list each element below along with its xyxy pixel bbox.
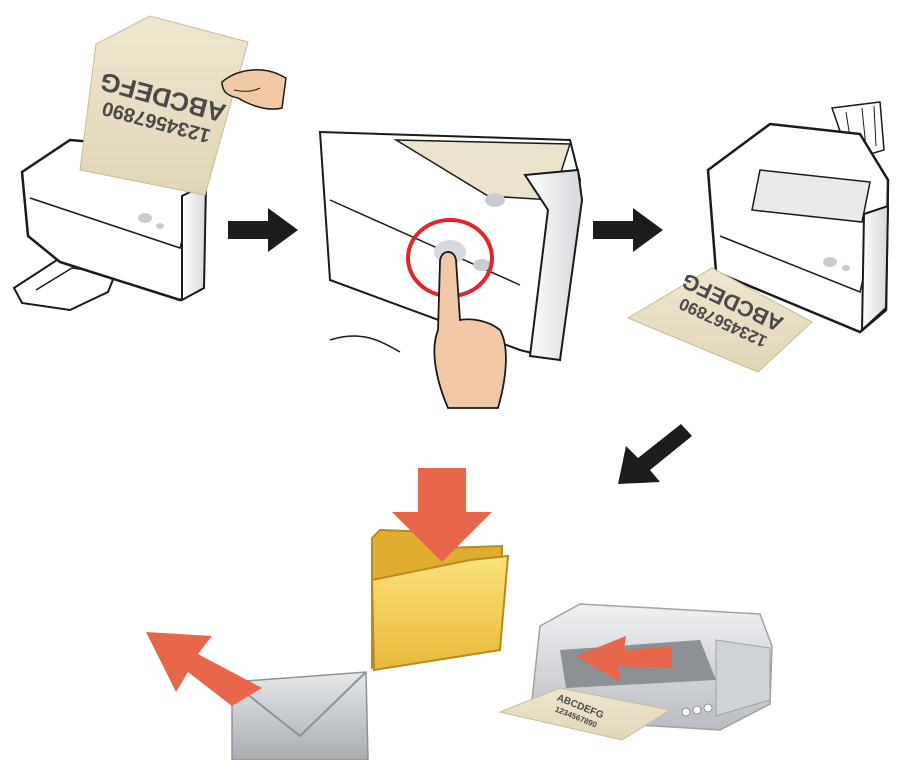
arrow-right-icon <box>593 208 663 252</box>
scan-button-closeup-icon <box>318 130 584 409</box>
arrow-down-left-icon <box>618 424 692 484</box>
finger-icon <box>433 251 507 409</box>
arrow-right-icon <box>228 208 298 252</box>
hand-icon <box>221 69 287 110</box>
save-arrow-icon <box>392 468 492 562</box>
send-arrow-icon <box>146 632 262 706</box>
envelope-icon <box>146 632 369 760</box>
printer-icon: ABCDEFG 1234567890 <box>498 603 773 741</box>
print-arrow-icon <box>576 636 672 682</box>
scanner-loading-icon: 1234567890 ABCDEFG <box>12 15 287 312</box>
folder-icon <box>370 468 510 672</box>
scanner-output-icon: 1234567890 ABCDEFG <box>626 101 890 373</box>
